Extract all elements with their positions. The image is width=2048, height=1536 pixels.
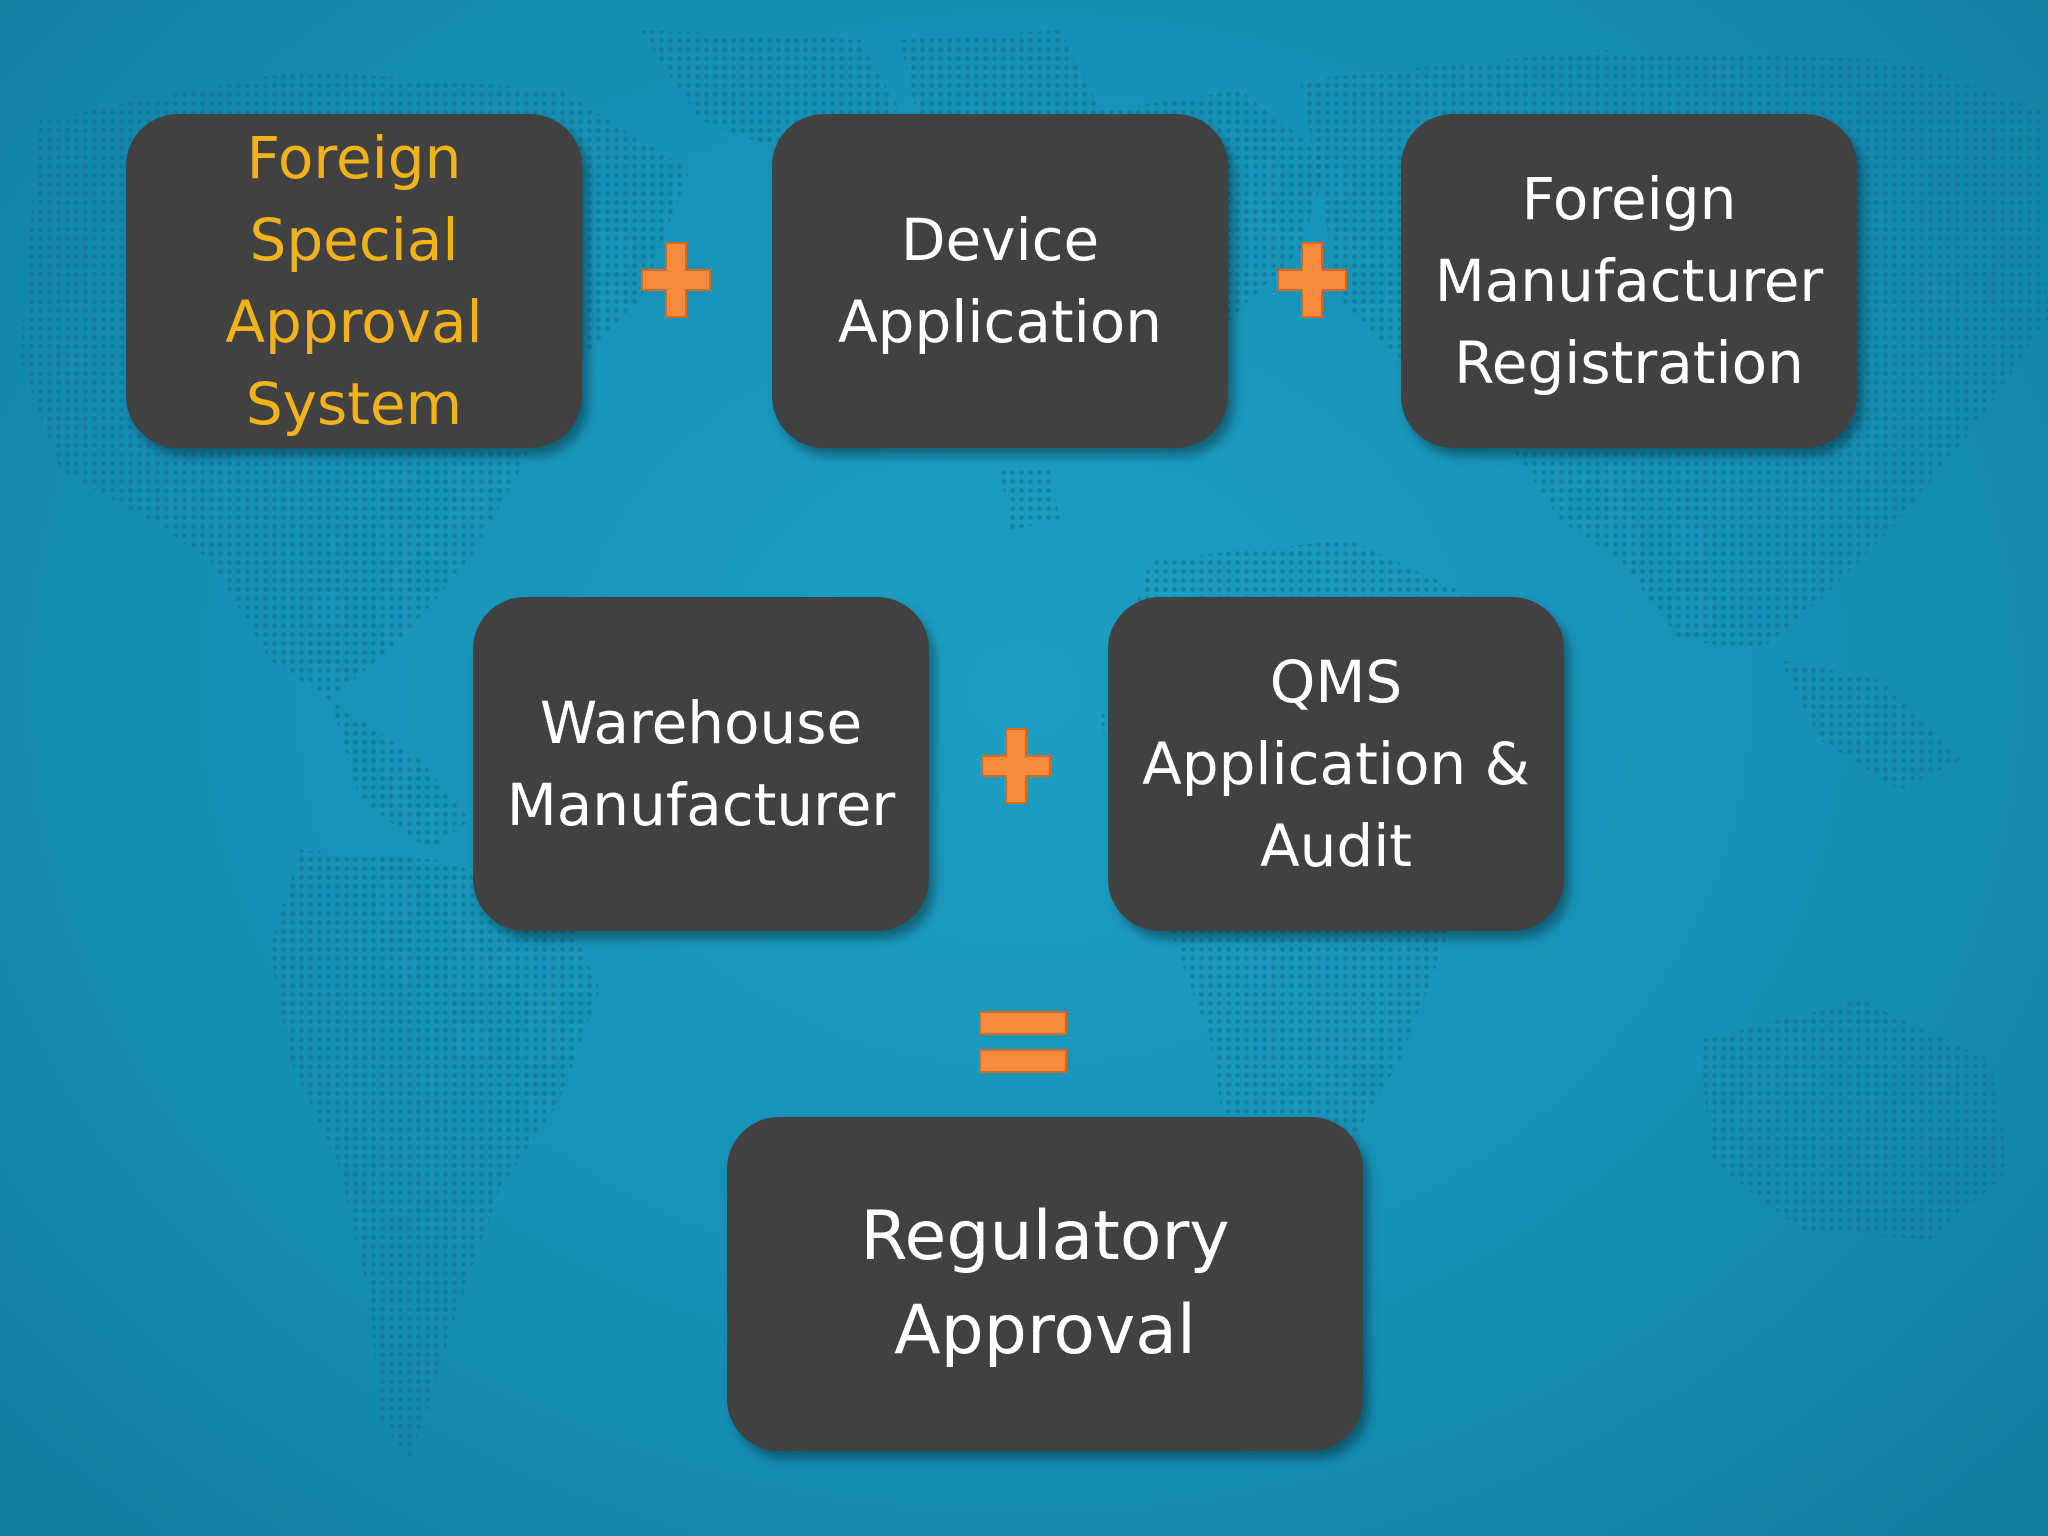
box-label: Foreign Special Approval System	[225, 124, 483, 438]
qms-application-audit-box: QMS Application & Audit	[1108, 597, 1564, 931]
box-label: QMS Application & Audit	[1142, 648, 1530, 880]
foreign-special-approval-system-box: Foreign Special Approval System	[126, 114, 582, 448]
plus-icon	[1277, 242, 1347, 318]
equals-icon	[979, 1011, 1067, 1073]
plus-icon	[641, 242, 711, 318]
box-label: Foreign Manufacturer Registration	[1434, 165, 1824, 397]
foreign-manufacturer-registration-box: Foreign Manufacturer Registration	[1401, 114, 1857, 448]
box-label: Warehouse Manufacturer	[506, 689, 896, 839]
plus-icon	[981, 728, 1051, 804]
warehouse-manufacturer-box: Warehouse Manufacturer	[473, 597, 929, 931]
box-label: Regulatory Approval	[860, 1197, 1230, 1370]
box-label: Device Application	[837, 206, 1163, 356]
device-application-box: Device Application	[772, 114, 1228, 448]
regulatory-approval-box: Regulatory Approval	[727, 1117, 1363, 1451]
